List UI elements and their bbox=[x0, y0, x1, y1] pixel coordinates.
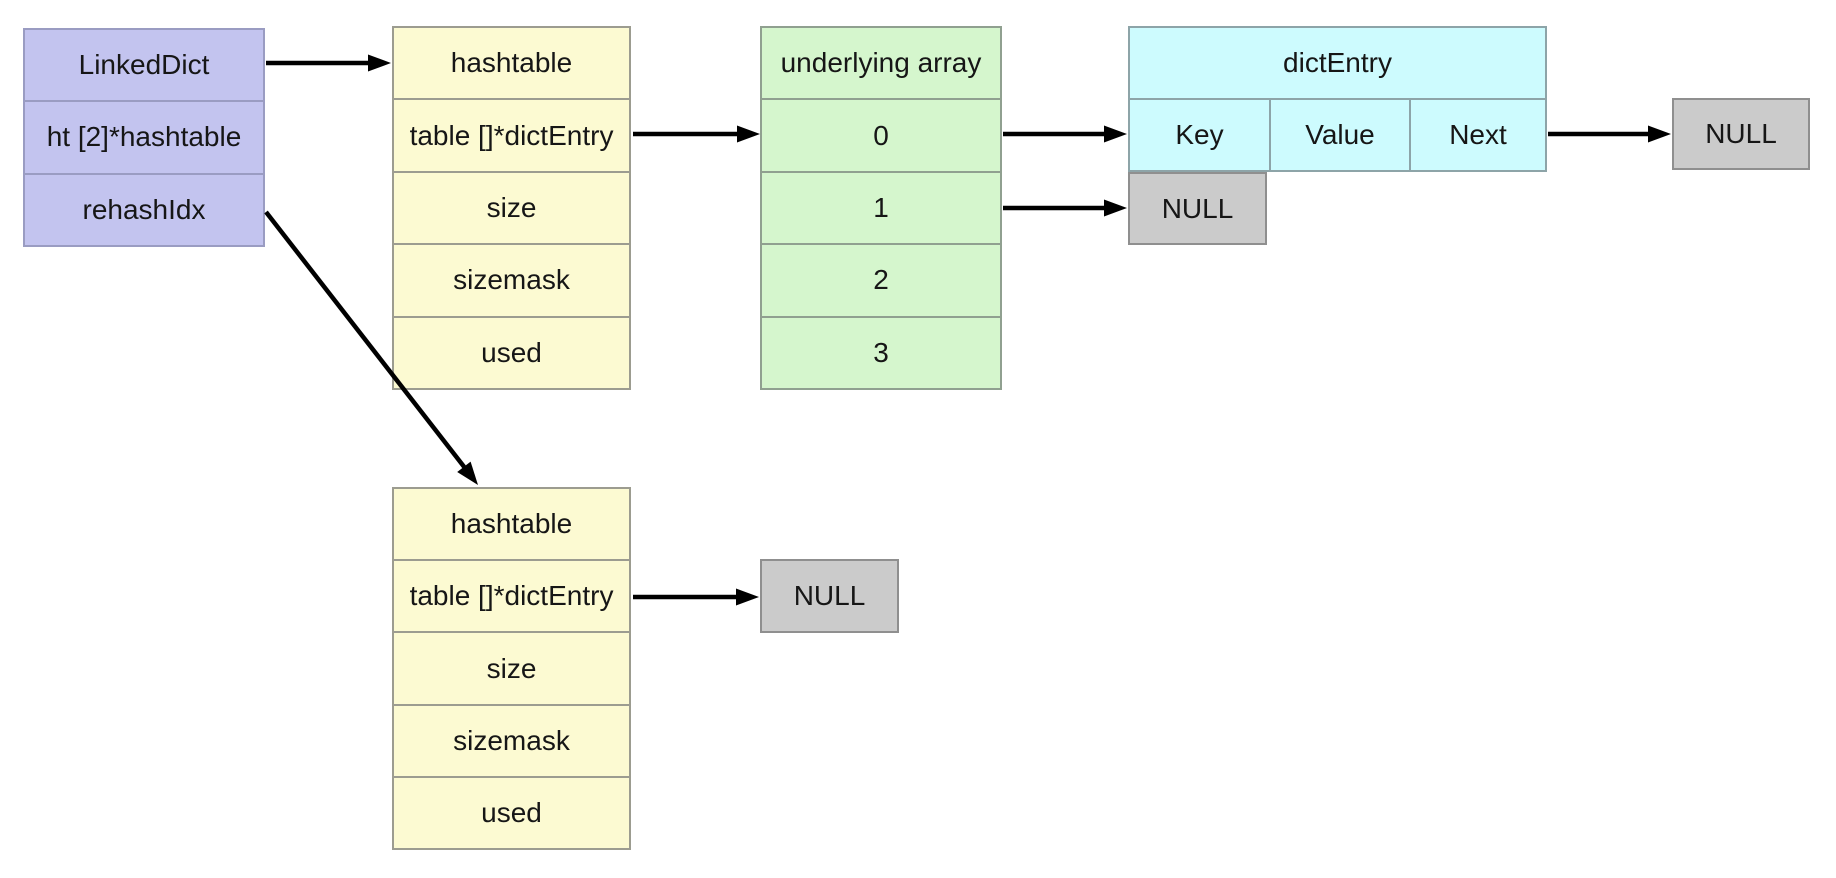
hashtable1-field-size: size bbox=[394, 170, 629, 243]
underlying-array-box: underlying array 0 1 2 3 bbox=[760, 26, 1002, 390]
hashtable2-field-size: size bbox=[394, 631, 629, 703]
cell-next: Next bbox=[1409, 100, 1545, 170]
hashtable2-box: hashtable table []*dictEntry size sizema… bbox=[392, 487, 631, 850]
arrow-table2-to-null bbox=[633, 588, 759, 606]
array-index-2: 2 bbox=[762, 243, 1000, 315]
hashtable1-header: hashtable bbox=[450, 47, 573, 79]
dictentry-header: dictEntry bbox=[1283, 47, 1392, 78]
linkeddict-box: LinkedDict ht [2]*hashtable rehashIdx bbox=[23, 28, 265, 247]
array-index-0: 0 bbox=[762, 98, 1000, 170]
cell-key: Key bbox=[1175, 119, 1224, 150]
dictentry-box: dictEntry Key Value Next bbox=[1128, 26, 1547, 172]
dictentry-cells: Key Value Next bbox=[1130, 98, 1545, 170]
null-label-bucket1: NULL bbox=[1161, 192, 1234, 224]
linkeddict-header: LinkedDict bbox=[78, 49, 210, 81]
arrow-next-to-null bbox=[1548, 125, 1671, 143]
hashtable2-field-used: used bbox=[394, 775, 629, 848]
array-header: underlying array bbox=[780, 47, 982, 79]
arrow-bucket1-to-null bbox=[1003, 199, 1127, 217]
field-rehashidx: rehashIdx bbox=[25, 172, 263, 245]
cell-value: Value bbox=[1269, 100, 1409, 170]
hashtable2-header: hashtable bbox=[450, 508, 573, 540]
null-label-table2: NULL bbox=[793, 580, 866, 611]
hashtable2-field-sizemask: sizemask bbox=[394, 703, 629, 776]
array-index-3: 3 bbox=[762, 315, 1000, 388]
hashtable1-field-table: table []*dictEntry bbox=[394, 98, 629, 170]
null-box-next: NULL bbox=[1672, 98, 1810, 170]
null-label-next: NULL bbox=[1705, 118, 1777, 149]
hashtable1-field-sizemask: sizemask bbox=[394, 243, 629, 315]
field-ht: ht [2]*hashtable bbox=[25, 100, 263, 172]
hashtable1-field-used: used bbox=[394, 315, 629, 388]
array-index-1: 1 bbox=[762, 170, 1000, 243]
null-box-bucket1: NULL bbox=[1128, 172, 1267, 245]
hashtable2-field-table: table []*dictEntry bbox=[394, 559, 629, 631]
null-box-table2: NULL bbox=[760, 559, 899, 633]
arrow-bucket0-to-dictentry bbox=[1003, 125, 1127, 143]
arrow-table-to-array bbox=[633, 125, 760, 143]
hashtable1-box: hashtable table []*dictEntry size sizema… bbox=[392, 26, 631, 390]
arrow-ht-to-hashtable1 bbox=[266, 54, 391, 72]
